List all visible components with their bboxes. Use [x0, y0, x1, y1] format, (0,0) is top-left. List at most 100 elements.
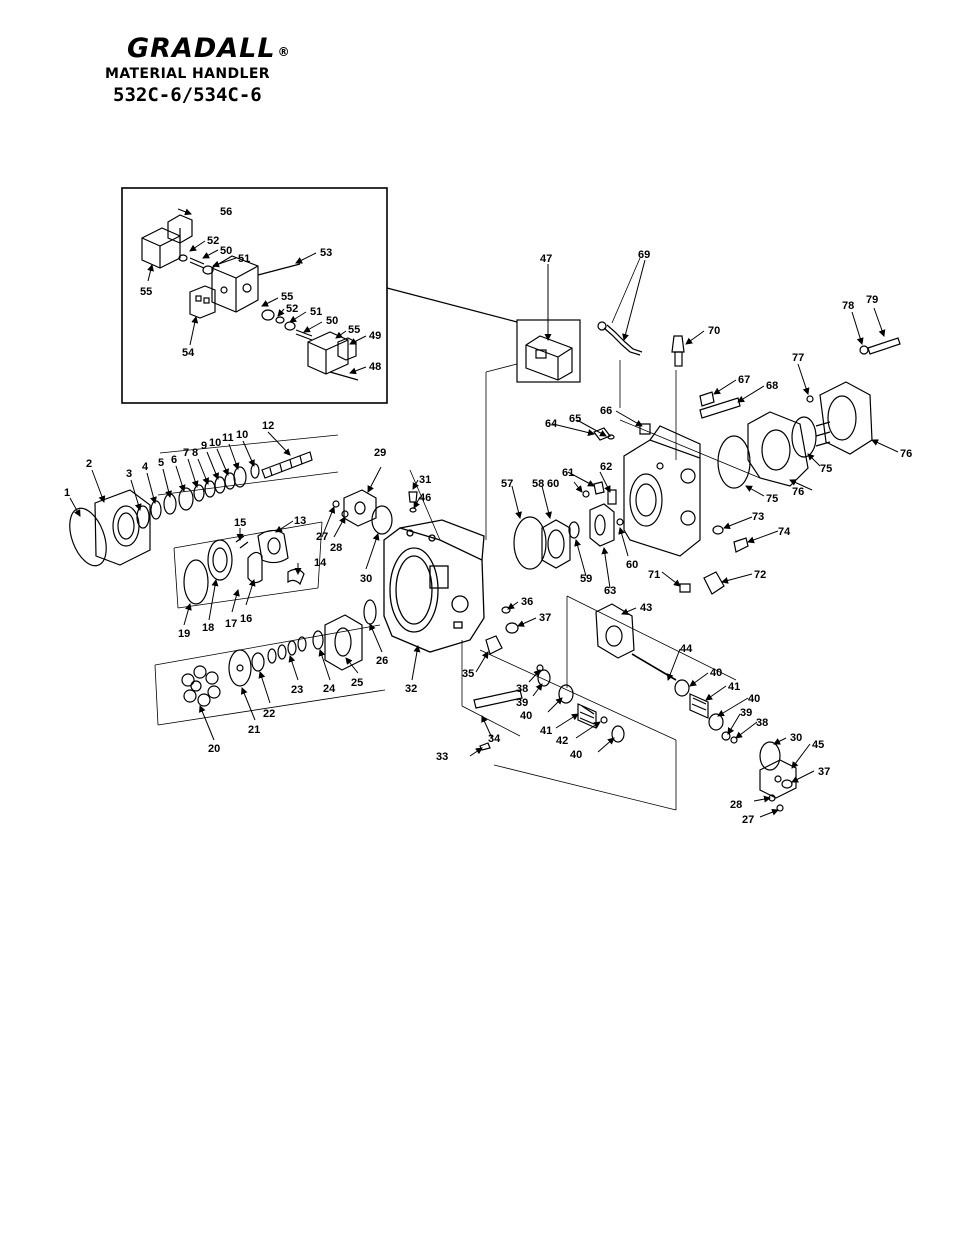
o-ring-75b: [791, 416, 817, 458]
seal-52b: [275, 316, 285, 324]
callout-28a: 28: [330, 542, 342, 554]
valve-body: [211, 255, 259, 313]
directional-valve-47: [525, 335, 573, 381]
ball-guide-22: [251, 652, 265, 672]
callout-27b: 27: [742, 814, 754, 826]
callout-labels: 56 52 50 51 53 55 55 52 51 50 55 49 54 4…: [64, 206, 912, 826]
callout-1: 1: [64, 487, 70, 499]
piston-sleeve-group: [566, 595, 797, 812]
rod-48: [329, 371, 359, 381]
ring-24: [312, 630, 324, 650]
callout-54: 54: [182, 347, 195, 359]
registered-mark: ®: [277, 45, 291, 59]
washer-28: [341, 510, 349, 518]
ring-38b: [730, 736, 738, 744]
ring-7: [193, 484, 205, 502]
callout-78: 78: [842, 300, 854, 312]
callout-56: 56: [220, 206, 232, 218]
callout-11: 11: [222, 432, 234, 444]
o-ring-75a: [717, 435, 751, 489]
callout-33: 33: [436, 751, 448, 763]
plate-26: [363, 599, 377, 625]
adapter-76a: [747, 411, 809, 487]
callout-40b: 40: [570, 749, 582, 761]
callout-44: 44: [680, 643, 693, 655]
callout-75b: 75: [820, 463, 832, 475]
flange-bore: [112, 505, 140, 547]
callout-60a: 60: [547, 478, 559, 490]
callout-32: 32: [405, 683, 417, 695]
valve-74: [733, 537, 749, 553]
plug-64: [593, 427, 611, 441]
pin-62: [607, 489, 617, 505]
shaft-seal-group: [69, 434, 339, 567]
plug-77: [806, 395, 814, 403]
callout-73: 73: [752, 511, 764, 523]
plug-35: [485, 635, 503, 655]
callout-72: 72: [754, 569, 766, 581]
washer-40: [611, 725, 625, 743]
pump-housing-32: [383, 469, 485, 653]
rod-53: [257, 263, 301, 276]
callout-3: 3: [126, 468, 132, 480]
connector-plug: [167, 214, 193, 244]
brand-logo: GRADALL®: [127, 34, 291, 64]
seat-39: [537, 669, 551, 687]
callout-19: 19: [178, 628, 190, 640]
callout-57: 57: [501, 478, 513, 490]
retainer-21: [228, 649, 252, 687]
callout-71: 71: [648, 569, 660, 581]
callout-77: 77: [792, 352, 804, 364]
ring-55: [261, 309, 275, 321]
cap-40d: [708, 713, 724, 731]
callout-60b: 60: [626, 559, 638, 571]
callout-2: 2: [86, 458, 92, 470]
callout-49: 49: [369, 330, 381, 342]
ring-4: [150, 500, 162, 520]
callout-52a: 52: [207, 235, 219, 247]
pin-61: [593, 481, 605, 495]
callout-68: 68: [766, 380, 778, 392]
shaft-12: [261, 451, 313, 479]
callout-14: 14: [314, 557, 327, 569]
callout-50a: 50: [220, 245, 232, 257]
nut-37: [505, 622, 519, 634]
nut-51: [202, 265, 214, 275]
housing-port: [429, 565, 449, 589]
o-ring-1: [69, 507, 107, 567]
title-block: GRADALL® MATERIAL HANDLER 532C-6/534C-6: [105, 34, 295, 114]
control-parts-group: [461, 606, 677, 811]
pistons-20: [181, 665, 221, 707]
plug-71: [679, 583, 691, 593]
callout-40a: 40: [520, 710, 532, 722]
callout-75a: 75: [766, 493, 778, 505]
ring-73: [712, 525, 724, 535]
callout-45: 45: [812, 739, 824, 751]
callout-31: 31: [419, 474, 431, 486]
callout-16: 16: [240, 613, 252, 625]
bearing-16: [247, 551, 263, 584]
callout-30b: 30: [790, 732, 802, 744]
ring-6: [178, 487, 194, 511]
washer-78: [859, 345, 869, 355]
sensor-72: [703, 571, 725, 595]
spring-41b: [689, 693, 709, 719]
fitting-70: [671, 335, 685, 367]
callout-66: 66: [600, 405, 612, 417]
callout-55a: 55: [140, 286, 152, 298]
end-cap-group: [485, 337, 901, 595]
callout-15: 15: [234, 517, 246, 529]
cap-40c: [674, 679, 690, 697]
clip-14: [287, 568, 305, 586]
bolt-79: [867, 337, 901, 355]
callout-58: 58: [532, 478, 544, 490]
callout-13: 13: [294, 515, 306, 527]
o-ring-30: [371, 505, 393, 535]
callout-76a: 76: [792, 486, 804, 498]
cover-29: [343, 489, 377, 527]
callout-18: 18: [202, 622, 214, 634]
callout-8: 8: [192, 447, 198, 459]
seat-39b: [721, 731, 731, 741]
callout-23: 23: [291, 684, 303, 696]
